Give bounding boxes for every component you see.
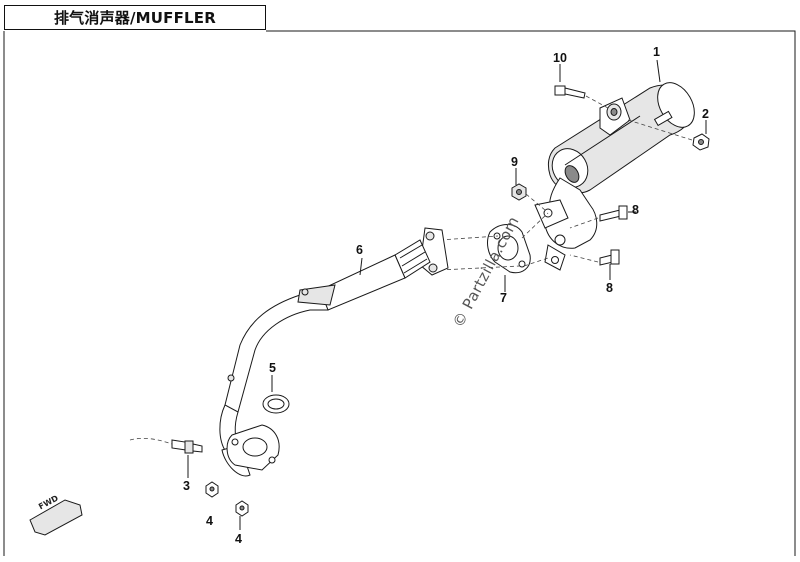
callout-4a: 4 [206, 514, 213, 528]
bolt-8-upper [569, 205, 628, 229]
callout-6: 6 [356, 243, 363, 257]
muffler-mount-bracket [599, 97, 631, 136]
nut-2 [627, 119, 710, 151]
gasket-7 [487, 224, 531, 274]
bolt-8-lower [569, 249, 620, 266]
frame-border [3, 30, 796, 556]
align-line-gasket-down [523, 257, 549, 267]
fwd-arrow-icon [29, 499, 83, 536]
callout-5: 5 [269, 361, 276, 375]
align-line-lower [439, 265, 521, 271]
exhaust-pipe-6 [219, 227, 449, 477]
align-line-gasket-up [521, 212, 549, 239]
callout-2: 2 [702, 107, 709, 121]
nut-4-lower [235, 500, 249, 530]
callout-9: 9 [511, 155, 518, 169]
gasket-ring-5 [262, 375, 290, 414]
callout-8b: 8 [606, 281, 613, 295]
o2-sensor-3 [129, 437, 203, 478]
nut-9 [511, 183, 546, 211]
callout-4b: 4 [235, 532, 242, 546]
callout-1: 1 [653, 45, 660, 59]
bolt-10 [554, 85, 609, 109]
callout-10: 10 [553, 51, 567, 65]
align-line-upper [439, 235, 499, 241]
muffler-body [547, 82, 695, 194]
exhaust-head-flange [226, 424, 280, 471]
nut-4-upper [205, 481, 219, 498]
muffler-inlet-pipe [534, 177, 598, 271]
diagram-title: 排气消声器/MUFFLER [4, 5, 266, 30]
leader-lines [359, 59, 707, 292]
callout-3: 3 [183, 479, 190, 493]
callout-8a: 8 [632, 203, 639, 217]
callout-7: 7 [500, 291, 507, 305]
